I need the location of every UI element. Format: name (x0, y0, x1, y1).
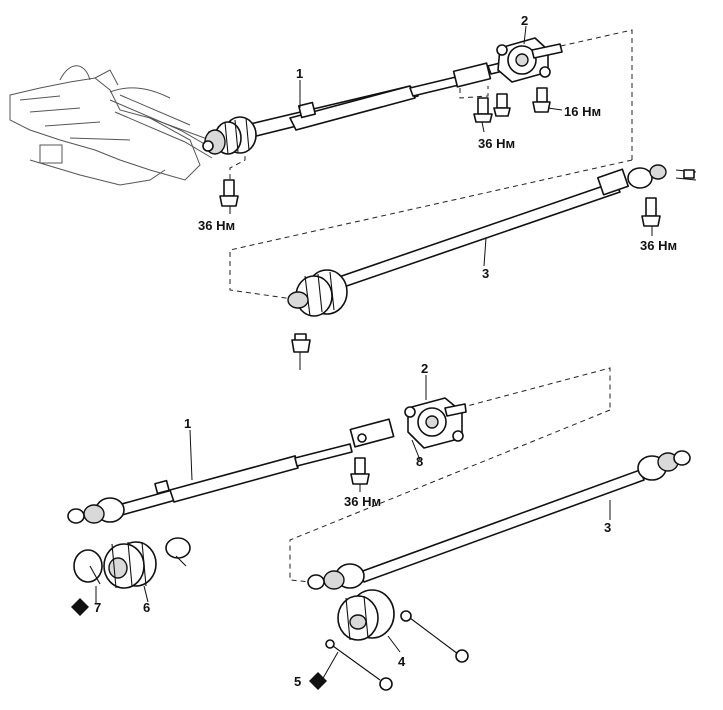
shaft-3-bottom (307, 450, 691, 590)
bushing-4 (337, 589, 395, 641)
bracket-2-bottom (404, 397, 467, 449)
shaft-3-top (287, 164, 697, 317)
diamond-icon (309, 672, 327, 690)
callout-8: 8 (416, 454, 423, 469)
shaft-1-bottom (67, 443, 353, 524)
callout-3-top: 3 (482, 266, 489, 281)
torque-36nm-top-center: 36 Нм (478, 136, 515, 151)
coupler-8 (349, 418, 395, 448)
bracket-2-top (496, 37, 563, 83)
dashed-guide-bottom-1 (289, 367, 611, 583)
bolt-top-center-2 (493, 93, 511, 117)
shaft-1-top (202, 57, 524, 155)
callout-2-top: 2 (521, 13, 528, 28)
bolt-lower-left (291, 333, 311, 370)
torque-16nm-top: 16 Нм (564, 104, 601, 119)
torque-36nm-right: 36 Нм (640, 238, 677, 253)
callout-1-top: 1 (296, 66, 303, 81)
callout-7: 7 (94, 600, 101, 615)
torque-36nm-rack: 36 Нм (198, 218, 235, 233)
callout-4: 4 (398, 654, 406, 669)
strap-5-left (325, 639, 393, 691)
callout-3-bottom: 3 (604, 520, 611, 535)
bolt-bottom-36nm (350, 457, 370, 485)
dashed-guide-top-1 (229, 29, 633, 301)
dashed-guide-top-3 (459, 86, 489, 99)
bolt-top-16nm (532, 87, 551, 113)
leader-lines (95, 25, 653, 681)
callout-6: 6 (143, 600, 150, 615)
bolt-rack (219, 179, 239, 207)
bolt-right-36nm (641, 197, 661, 227)
boot-6 (103, 541, 157, 589)
callout-5: 5 (294, 674, 301, 689)
diamond-icon (71, 598, 89, 616)
dashed-guide-top-2 (207, 131, 246, 180)
torque-36nm-bottom: 36 Нм (344, 494, 381, 509)
steering-rack-housing (9, 65, 216, 186)
callout-1-bottom: 1 (184, 416, 191, 431)
bolt-top-center-1 (473, 97, 493, 123)
clamp-7-right (165, 537, 191, 567)
callout-2-bottom: 2 (421, 361, 428, 376)
clamp-7-left (73, 549, 103, 585)
strap-5-right (400, 610, 469, 663)
